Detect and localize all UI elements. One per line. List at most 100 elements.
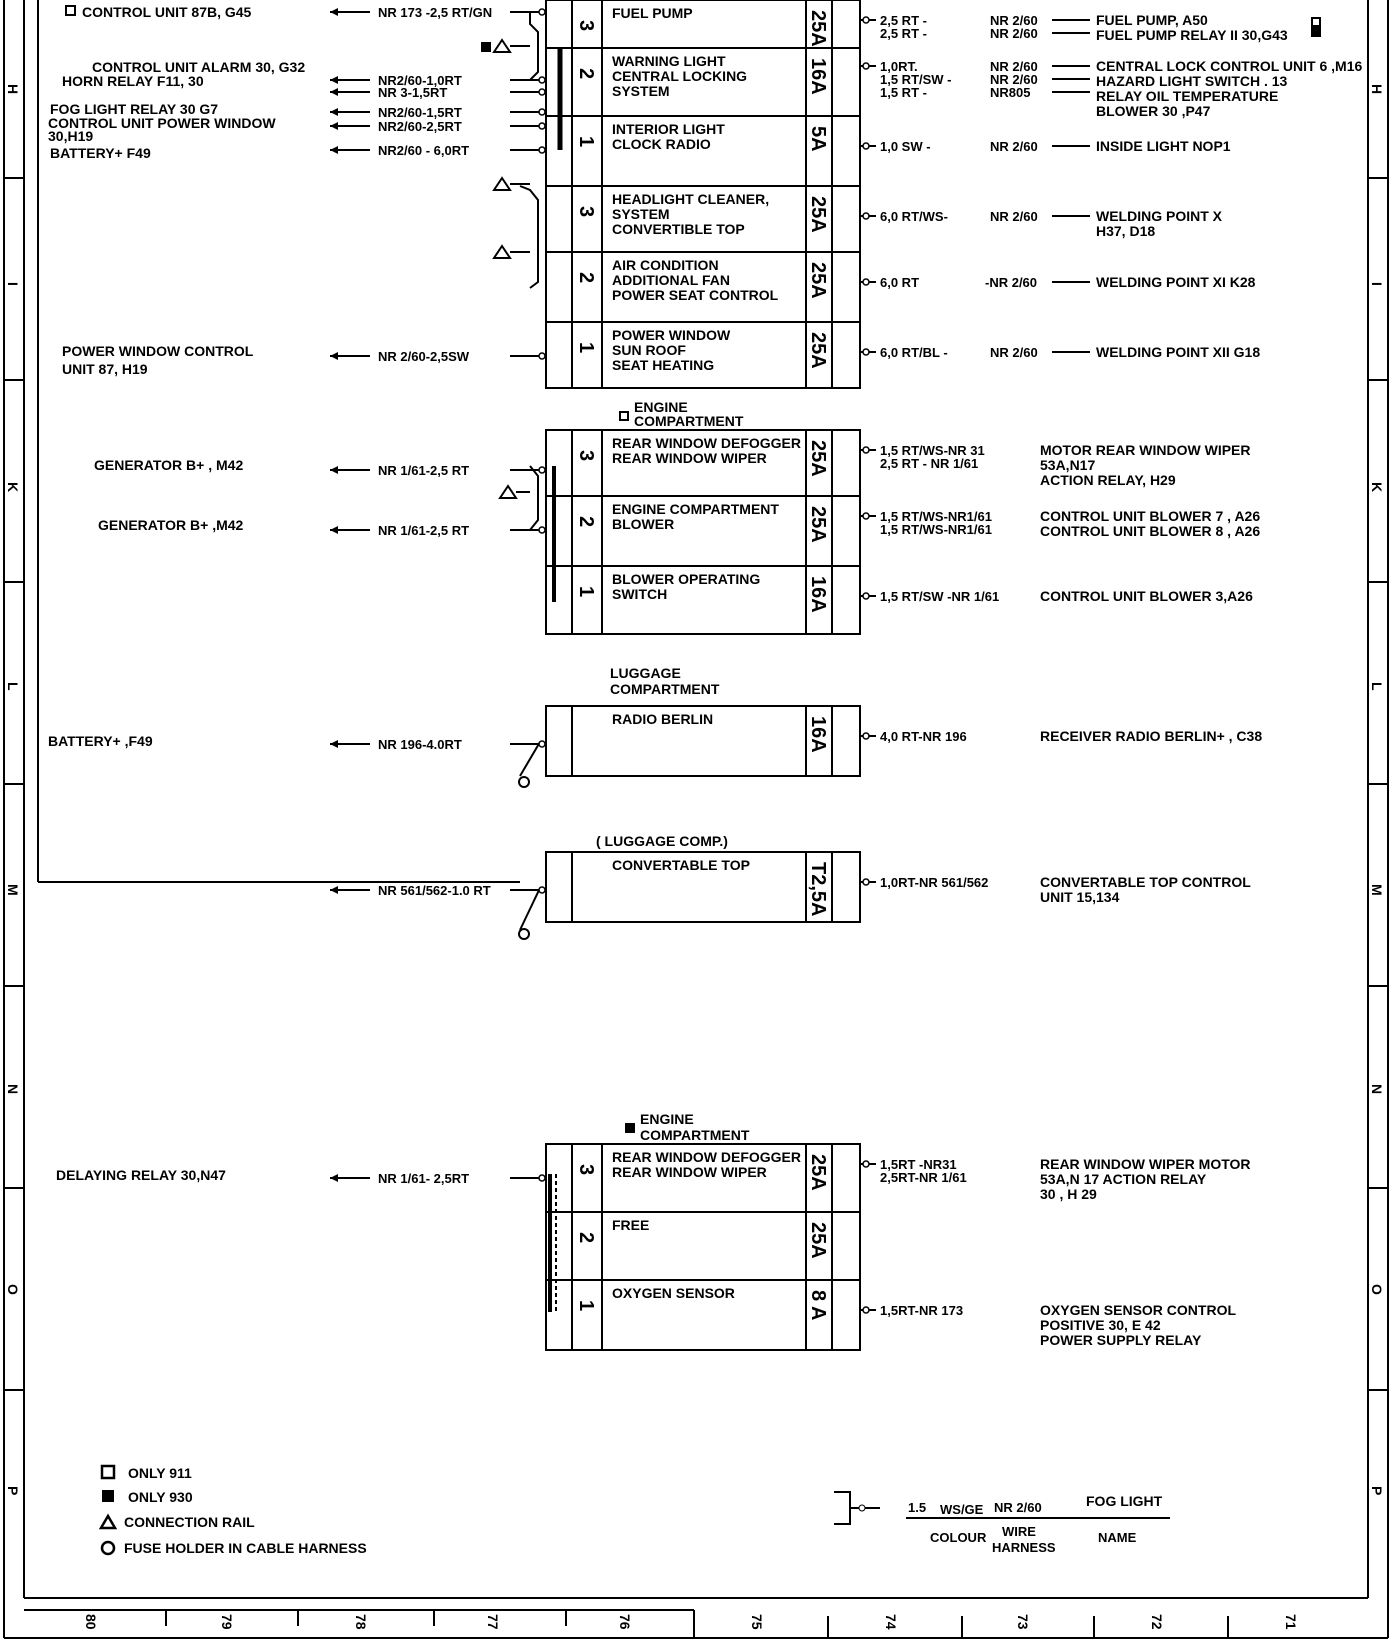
terminal [862,348,870,356]
fuse-circuit-label: BLOWER OPERATING [612,571,760,587]
terminal [862,1160,870,1168]
left-wire-label: NR 173 -2,5 RT/GN [378,5,492,20]
fuse-block-1 [519,0,861,389]
legend-only-930: ONLY 930 [128,1489,193,1505]
right-harness-label: NR 2/60 [990,59,1038,74]
terminal [538,526,546,534]
grid-col-number: 80 [83,1614,99,1630]
key-size: 1.5 [908,1500,926,1515]
fuse-rating: T2,5A [807,862,829,916]
fuse-rating: 25A [807,196,829,233]
terminal [538,146,546,154]
fuse-circuit-label: ADDITIONAL FAN [612,272,730,288]
source-label: GENERATOR B+ , M42 [94,457,243,473]
terminal [538,466,546,474]
only-930-marker [481,42,491,52]
fuse-slot-number: 1 [575,1300,597,1311]
key-harness-label-2: HARNESS [992,1540,1056,1555]
filled-square-icon [102,1490,114,1502]
grid-row-left: M [5,884,21,896]
destination-label: POSITIVE 30, E 42 [1040,1317,1161,1333]
legend-only-911: ONLY 911 [128,1465,192,1481]
destination-label: 30 , H 29 [1040,1186,1097,1202]
source-label: 30,H19 [48,128,93,144]
connection-rail-triangle [498,484,518,499]
grid-row-right: M [1369,884,1385,896]
right-wire-label: 1,0RT. [880,59,918,74]
destination-label: FUEL PUMP, A50 [1096,12,1208,28]
key-name-label: NAME [1098,1530,1137,1545]
destination-label: WELDING POINT XI K28 [1096,274,1256,290]
fuse-rating: 16A [807,576,829,613]
fuse-circuit-label: CLOCK RADIO [612,136,711,152]
right-wire-label: 1,5 RT/WS-NR1/61 [880,509,992,524]
destination-label: HAZARD LIGHT SWITCH . 13 [1096,73,1288,89]
fuse-rating: 25A [807,332,829,369]
key-colour-label: COLOUR [930,1530,987,1545]
fuse-circuit-label: CONVERTIBLE TOP [612,221,745,237]
grid-col-number: 78 [353,1614,369,1630]
fuse-rating: 25A [807,262,829,299]
destination-label: WELDING POINT XII G18 [1096,344,1260,360]
left-wire-label: NR 196-4.0RT [378,737,462,752]
fuse-slot-number: 2 [575,272,597,283]
source-label: FOG LIGHT RELAY 30 G7 [50,101,218,117]
block-heading: LUGGAGE [610,665,681,681]
grid-col-number: 73 [1015,1614,1031,1630]
fuse-circuit-label: RADIO BERLIN [612,711,713,727]
right-wire-label: 2,5RT-NR 1/61 [880,1170,967,1185]
destination-label: RECEIVER RADIO BERLIN+ , C38 [1040,728,1262,744]
right-wire-label: 6,0 RT [880,275,919,290]
key-name: FOG LIGHT [1086,1493,1163,1509]
fuse-rating: 25A [807,10,829,47]
fuse-circuit-label: AIR CONDITION [612,257,719,273]
source-label: CONTROL UNIT 87B, G45 [82,4,252,20]
grid-col-number: 76 [617,1614,633,1630]
right-wire-label: 1,0RT-NR 561/562 [880,875,988,890]
source-label: CONTROL UNIT POWER WINDOW [48,115,276,131]
left-wire-arrowhead [330,8,338,16]
fuse-circuit-label: SYSTEM [612,206,670,222]
connection-rail-triangle [492,244,512,259]
fuse-circuit-label: BLOWER [612,516,674,532]
terminal [862,878,870,886]
destination-label: 53A,N 17 ACTION RELAY [1040,1171,1207,1187]
fuse-block-5 [545,1143,861,1351]
right-harness-label: NR 2/60 [990,345,1038,360]
destination-label: CONTROL UNIT BLOWER 3,A26 [1040,588,1253,604]
left-wire-arrowhead [330,1174,338,1182]
fuse-circuit-label: FREE [612,1217,649,1233]
fuse-rating: 8 A [807,1290,829,1320]
fuse-circuit-label: SYSTEM [612,83,670,99]
terminal [538,108,546,116]
legend-connection-rail: CONNECTION RAIL [124,1514,255,1530]
open-square-icon [100,1464,116,1480]
grid-row-right: N [1369,1084,1385,1094]
block-heading: COMPARTMENT [610,681,720,697]
fuse-holder-circle [518,776,530,788]
fuse-slot-number: 1 [575,342,597,353]
right-wire-label: 6,0 RT/BL - [880,345,948,360]
grid-row-right: O [1369,1284,1385,1295]
right-harness-label: NR 2/60 [990,13,1038,28]
left-wire-arrowhead [330,740,338,748]
right-wire-label: 1,5RT-NR 173 [880,1303,963,1318]
key-colour: WS/GE [940,1502,984,1517]
terminal [538,886,546,894]
left-wire-label: NR 561/562-1.0 RT [378,883,491,898]
left-wire-label: NR 1/61-2,5 RT [378,463,469,478]
destination-label: 53A,N17 [1040,457,1095,473]
left-wire-label: NR 3-1,5RT [378,85,447,100]
fuse-circuit-label: POWER SEAT CONTROL [612,287,779,303]
terminal [862,512,870,520]
block-heading: COMPARTMENT [640,1127,750,1143]
grid-col-number: 75 [749,1614,765,1630]
fuse-circuit-label: CENTRAL LOCKING [612,68,747,84]
fuse-slot-number: 3 [575,206,597,217]
right-wire-label: 6,0 RT/WS- [880,209,948,224]
terminal [862,278,870,286]
connection-rail-triangle [492,176,512,191]
terminal [538,8,546,16]
grid-row-right: L [1369,682,1385,691]
